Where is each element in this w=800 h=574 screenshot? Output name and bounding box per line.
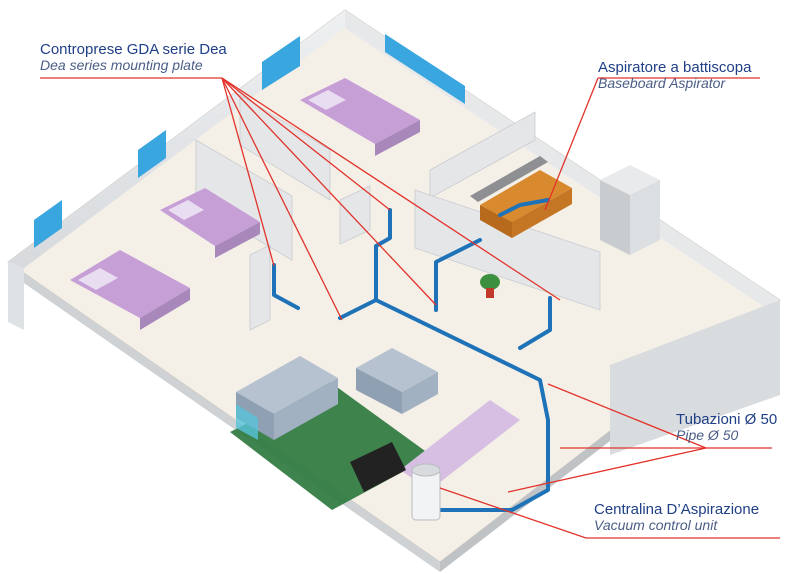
interior-walls bbox=[195, 94, 601, 331]
kitchen-counter bbox=[470, 156, 572, 238]
label-mounting-plate-en: Dea series mounting plate bbox=[40, 56, 203, 73]
bed-top bbox=[300, 78, 420, 156]
label-baseboard: Aspiratore a battiscopa Baseboard Aspira… bbox=[598, 60, 751, 90]
pipe-network bbox=[272, 198, 552, 512]
leader-lines bbox=[40, 77, 780, 539]
fridge bbox=[600, 165, 660, 255]
label-mounting-plate-it: Controprese GDA serie Dea bbox=[40, 41, 227, 58]
label-control-unit-it: Centralina D’Aspirazione bbox=[594, 501, 760, 518]
bed-middle bbox=[160, 188, 260, 258]
label-pipes-en: Pipe Ø 50 bbox=[676, 426, 739, 443]
vacuum-control-unit bbox=[411, 463, 441, 521]
tv bbox=[350, 442, 406, 492]
bed-left bbox=[70, 250, 190, 330]
label-pipes: Tubazioni Ø 50 Pipe Ø 50 bbox=[676, 412, 777, 442]
label-baseboard-en: Baseboard Aspirator bbox=[598, 74, 726, 91]
label-control-unit: Centralina D’Aspirazione Vacuum control … bbox=[594, 502, 759, 532]
sofa-large bbox=[236, 356, 338, 440]
plant bbox=[480, 274, 500, 298]
label-mounting-plate: Controprese GDA serie Dea Dea series mou… bbox=[40, 42, 227, 72]
label-baseboard-it: Aspiratore a battiscopa bbox=[598, 59, 752, 76]
windows bbox=[34, 34, 465, 248]
label-control-unit-en: Vacuum control unit bbox=[594, 516, 718, 533]
label-pipes-it: Tubazioni Ø 50 bbox=[676, 411, 778, 428]
sofa-small bbox=[356, 348, 438, 414]
